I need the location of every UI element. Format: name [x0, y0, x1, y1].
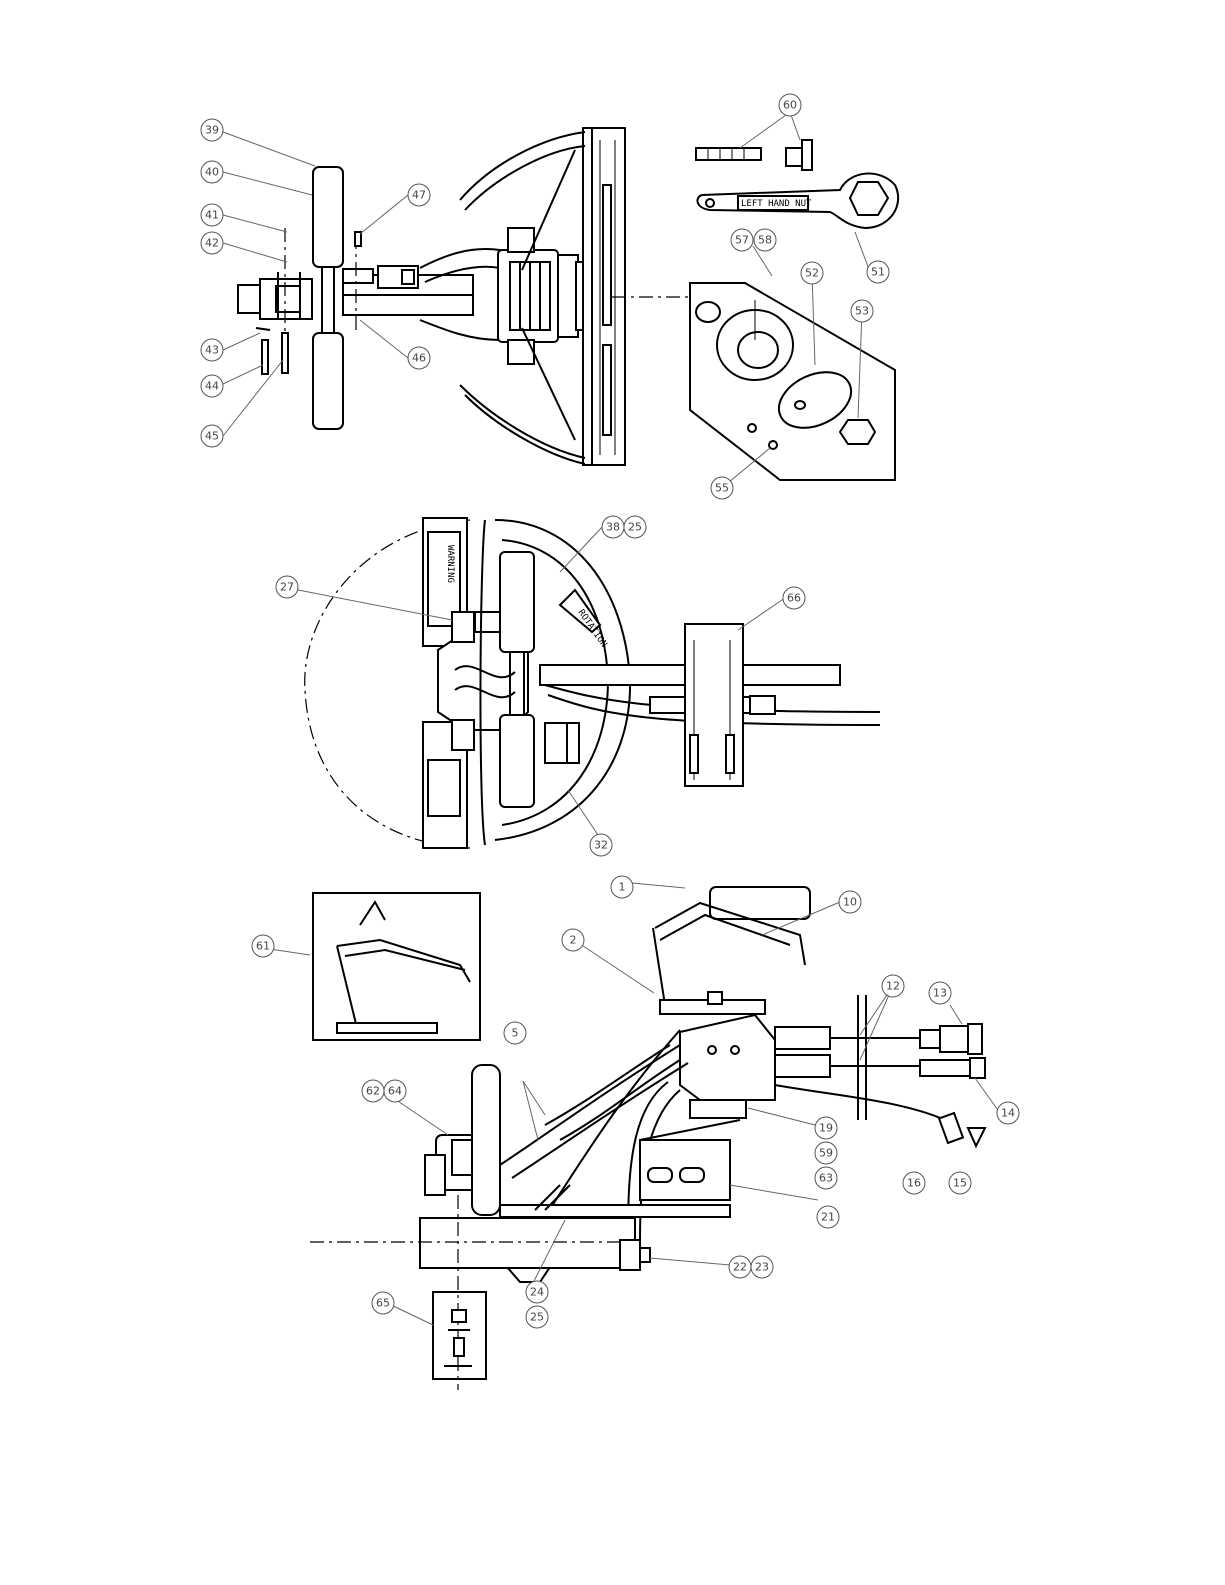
callout-59: 59 [815, 1142, 837, 1164]
svg-text:46: 46 [412, 352, 426, 365]
callout-52: 52 [801, 262, 823, 284]
svg-text:24: 24 [530, 1286, 544, 1299]
callout-12: 12 [882, 975, 904, 997]
callout-27: 27 [276, 576, 298, 598]
callout-32: 32 [590, 834, 612, 856]
callout-41: 41 [201, 204, 223, 226]
svg-text:23: 23 [755, 1261, 769, 1274]
callout-61: 61 [252, 935, 274, 957]
svg-text:1: 1 [619, 881, 626, 894]
svg-text:47: 47 [412, 189, 426, 202]
svg-text:2: 2 [570, 934, 577, 947]
callout-19: 19 [815, 1117, 837, 1139]
callout-42: 42 [201, 232, 223, 254]
svg-text:22: 22 [733, 1261, 747, 1274]
svg-text:25: 25 [628, 521, 642, 534]
svg-text:12: 12 [886, 980, 900, 993]
svg-text:55: 55 [715, 482, 729, 495]
callout-63: 63 [815, 1167, 837, 1189]
svg-text:60: 60 [783, 99, 797, 112]
svg-text:19: 19 [819, 1122, 833, 1135]
callout-38: 38 [602, 516, 624, 538]
callout-14: 14 [997, 1102, 1019, 1124]
callout-1: 1 [611, 876, 633, 898]
callout-39: 39 [201, 119, 223, 141]
svg-text:13: 13 [933, 987, 947, 1000]
top-view: LEFT HAND NUT [238, 128, 898, 480]
callout-25-upper: 25 [624, 516, 646, 538]
callout-40: 40 [201, 161, 223, 183]
svg-text:25: 25 [530, 1311, 544, 1324]
svg-text:64: 64 [388, 1085, 402, 1098]
callout-13: 13 [929, 982, 951, 1004]
svg-text:61: 61 [256, 940, 270, 953]
callout-47: 47 [408, 184, 430, 206]
svg-text:65: 65 [376, 1297, 390, 1310]
callout-2: 2 [562, 929, 584, 951]
callout-62: 62 [362, 1080, 384, 1102]
svg-text:44: 44 [205, 380, 219, 393]
callout-5: 5 [504, 1022, 526, 1044]
callout-15: 15 [949, 1172, 971, 1194]
svg-text:52: 52 [805, 267, 819, 280]
svg-text:15: 15 [953, 1177, 967, 1190]
svg-text:51: 51 [871, 266, 885, 279]
callout-25-lower: 25 [526, 1306, 548, 1328]
middle-view: WARNING ROTATION [305, 518, 880, 848]
svg-text:62: 62 [366, 1085, 380, 1098]
callout-66: 66 [783, 587, 805, 609]
svg-text:53: 53 [855, 305, 869, 318]
svg-text:42: 42 [205, 237, 219, 250]
svg-text:58: 58 [758, 234, 772, 247]
warning-label: WARNING [445, 545, 455, 583]
svg-text:5: 5 [512, 1027, 519, 1040]
svg-text:14: 14 [1001, 1107, 1015, 1120]
svg-text:41: 41 [205, 209, 219, 222]
svg-text:32: 32 [594, 839, 608, 852]
svg-text:21: 21 [821, 1211, 835, 1224]
callout-55: 55 [711, 477, 733, 499]
wrench-label: LEFT HAND NUT [741, 199, 812, 209]
svg-text:38: 38 [606, 521, 620, 534]
svg-text:27: 27 [280, 581, 294, 594]
callout-45: 45 [201, 425, 223, 447]
callout-10: 10 [839, 891, 861, 913]
svg-text:63: 63 [819, 1172, 833, 1185]
callout-58: 58 [754, 229, 776, 251]
svg-text:59: 59 [819, 1147, 833, 1160]
svg-text:10: 10 [843, 896, 857, 909]
callout-53: 53 [851, 300, 873, 322]
callout-43: 43 [201, 339, 223, 361]
callout-21: 21 [817, 1206, 839, 1228]
svg-text:57: 57 [735, 234, 749, 247]
svg-text:39: 39 [205, 124, 219, 137]
svg-text:45: 45 [205, 430, 219, 443]
callout-51: 51 [867, 261, 889, 283]
callout-16: 16 [903, 1172, 925, 1194]
callout-44: 44 [201, 375, 223, 397]
callout-65: 65 [372, 1292, 394, 1314]
svg-text:43: 43 [205, 344, 219, 357]
callout-64: 64 [384, 1080, 406, 1102]
callout-23: 23 [751, 1256, 773, 1278]
svg-text:16: 16 [907, 1177, 921, 1190]
callout-60: 60 [779, 94, 801, 116]
svg-text:40: 40 [205, 166, 219, 179]
callout-46: 46 [408, 347, 430, 369]
callout-22: 22 [729, 1256, 751, 1278]
svg-text:66: 66 [787, 592, 801, 605]
callout-57: 57 [731, 229, 753, 251]
callout-24: 24 [526, 1281, 548, 1303]
